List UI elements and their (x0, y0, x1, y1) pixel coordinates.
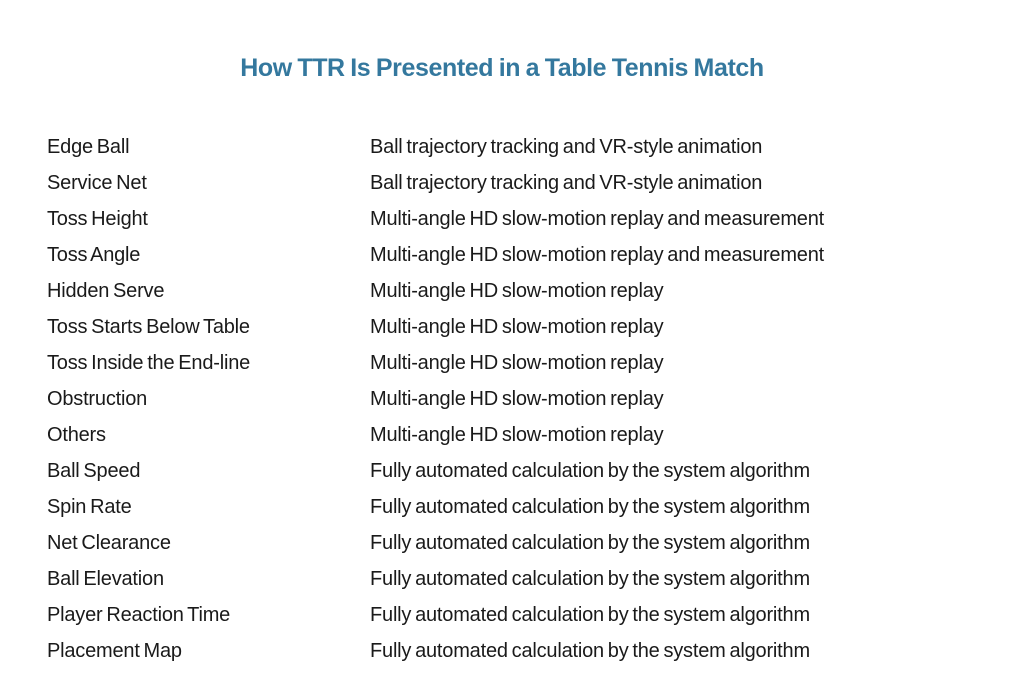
presentation-method: Multi-angle HD slow-motion replay (370, 351, 664, 374)
table-row: Others Multi-angle HD slow-motion replay (47, 417, 994, 453)
table-row: Service Net Ball trajectory tracking and… (47, 165, 994, 201)
table-row: Toss Height Multi-angle HD slow-motion r… (47, 201, 994, 237)
table-row: Player Reaction Time Fully automated cal… (47, 597, 994, 633)
table-row: Hidden Serve Multi-angle HD slow-motion … (47, 273, 994, 309)
presentation-method: Fully automated calculation by the syste… (370, 495, 810, 518)
table-row: Ball Elevation Fully automated calculati… (47, 561, 994, 597)
presentation-method: Fully automated calculation by the syste… (370, 567, 810, 590)
violation-term: Placement Map (47, 639, 182, 662)
presentation-method: Ball trajectory tracking and VR-style an… (370, 135, 763, 158)
presentation-method: Multi-angle HD slow-motion replay (370, 279, 664, 302)
presentation-method: Ball trajectory tracking and VR-style an… (370, 171, 763, 194)
violation-term: Ball Elevation (47, 567, 164, 590)
violation-term: Others (47, 423, 106, 446)
table-row: Edge Ball Ball trajectory tracking and V… (47, 129, 994, 165)
violation-term: Net Clearance (47, 531, 171, 554)
table-row: Ball Speed Fully automated calculation b… (47, 453, 994, 489)
presentation-method: Multi-angle HD slow-motion replay and me… (370, 243, 825, 266)
table-row: Toss Starts Below Table Multi-angle HD s… (47, 309, 994, 345)
violation-term: Toss Inside the End-line (47, 351, 251, 374)
presentation-method: Multi-angle HD slow-motion replay and me… (370, 207, 825, 230)
presentation-method: Fully automated calculation by the syste… (370, 603, 810, 626)
table-row: Obstruction Multi-angle HD slow-motion r… (47, 381, 994, 417)
violation-term: Obstruction (47, 387, 148, 410)
presentation-method: Multi-angle HD slow-motion replay (370, 315, 664, 338)
violation-term: Hidden Serve (47, 279, 165, 302)
violation-term: Edge Ball (47, 135, 130, 158)
table-row: Net Clearance Fully automated calculatio… (47, 525, 994, 561)
presentation-method: Fully automated calculation by the syste… (370, 459, 810, 482)
violation-term: Spin Rate (47, 495, 132, 518)
table-row: Toss Inside the End-line Multi-angle HD … (47, 345, 994, 381)
violation-term: Ball Speed (47, 459, 141, 482)
ttr-presentation-table: Edge Ball Ball trajectory tracking and V… (47, 129, 994, 669)
violation-term: Player Reaction Time (47, 603, 231, 626)
page-title: How TTR Is Presented in a Table Tennis M… (240, 54, 764, 82)
violation-term: Toss Height (47, 207, 148, 230)
table-row: Placement Map Fully automated calculatio… (47, 633, 994, 669)
presentation-method: Multi-angle HD slow-motion replay (370, 387, 664, 410)
presentation-method: Fully automated calculation by the syste… (370, 531, 810, 554)
violation-term: Toss Angle (47, 243, 141, 266)
table-row: Toss Angle Multi-angle HD slow-motion re… (47, 237, 994, 273)
presentation-method: Multi-angle HD slow-motion replay (370, 423, 664, 446)
violation-term: Toss Starts Below Table (47, 315, 250, 338)
presentation-method: Fully automated calculation by the syste… (370, 639, 810, 662)
table-row: Spin Rate Fully automated calculation by… (47, 489, 994, 525)
violation-term: Service Net (47, 171, 147, 194)
